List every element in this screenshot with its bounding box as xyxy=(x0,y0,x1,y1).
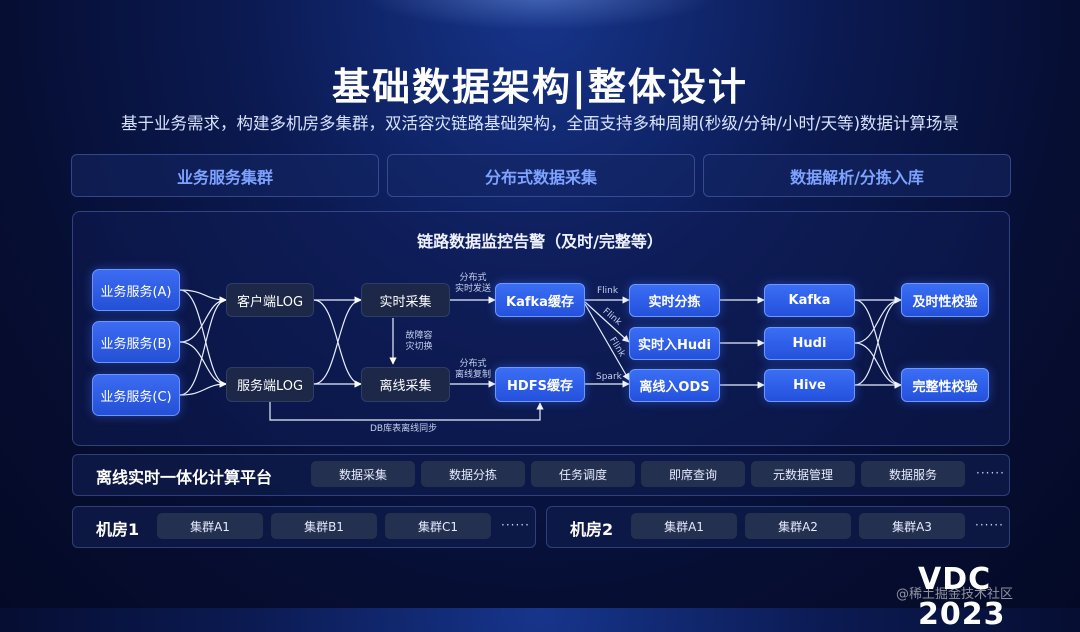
platform-more: ······ xyxy=(976,466,1005,480)
edge-label-flink-1: Flink xyxy=(597,286,619,296)
room1-chip: 集群B1 xyxy=(271,513,377,539)
platform-chip: 即席查询 xyxy=(641,461,745,487)
offline-collect-node: 离线采集 xyxy=(361,367,450,402)
page-subtitle: 基于业务需求，构建多机房多集群，双活容灾链路基础架构，全面支持多种周期(秒级/分… xyxy=(120,114,960,133)
room2-label: 机房2 xyxy=(570,520,614,539)
platform-label: 离线实时一体化计算平台 xyxy=(96,468,273,487)
client-log-node: 客户端LOG xyxy=(226,283,314,317)
room1-chip: 集群A1 xyxy=(157,513,263,539)
page-title: 基础数据架构|整体设计 xyxy=(332,65,748,109)
watermark: @稀土掘金技术社区 xyxy=(896,587,1014,602)
room2-chip: 集群A2 xyxy=(745,513,851,539)
service-b-node: 业务服务(B) xyxy=(92,321,180,363)
platform-chip: 任务调度 xyxy=(531,461,635,487)
hive-node: Hive xyxy=(764,369,855,402)
edge-label-failover: 故障容灾切换 xyxy=(405,331,433,352)
connection-lines xyxy=(179,289,902,421)
offline-ods-node: 离线入ODS xyxy=(629,369,720,402)
timeliness-check-node: 及时性校验 xyxy=(901,283,989,317)
room1-chip: 集群C1 xyxy=(385,513,491,539)
completeness-check-node: 完整性校验 xyxy=(901,368,989,402)
kafka-cache-node: Kafka缓存 xyxy=(495,283,585,317)
header-distributed-collection: 分布式数据采集 xyxy=(387,154,695,197)
service-a-node: 业务服务(A) xyxy=(92,269,180,311)
edge-label-db-sync: DB库表离线同步 xyxy=(370,424,438,434)
platform-chip: 元数据管理 xyxy=(751,461,855,487)
platform-chip: 数据采集 xyxy=(311,461,415,487)
platform-chip: 数据服务 xyxy=(861,461,965,487)
hdfs-cache-node: HDFS缓存 xyxy=(495,367,585,402)
edge-label-spark: Spark xyxy=(596,372,622,382)
room1-label: 机房1 xyxy=(96,520,140,539)
platform-chip: 数据分拣 xyxy=(421,461,525,487)
service-c-node: 业务服务(C) xyxy=(92,374,180,416)
realtime-hudi-node: 实时入Hudi xyxy=(629,327,720,360)
kafka-node: Kafka xyxy=(764,284,855,317)
header-parse-sort-store: 数据解析/分拣入库 xyxy=(703,154,1011,197)
realtime-collect-node: 实时采集 xyxy=(361,283,450,317)
server-log-node: 服务端LOG xyxy=(226,367,314,402)
monitoring-title: 链路数据监控告警（及时/完整等） xyxy=(417,232,663,251)
edge-label-offline-copy: 分布式离线复制 xyxy=(454,359,491,380)
room2-chip: 集群A3 xyxy=(859,513,965,539)
top-glow xyxy=(360,0,720,30)
realtime-sort-node: 实时分拣 xyxy=(629,284,720,317)
header-business-cluster: 业务服务集群 xyxy=(71,154,379,197)
edge-label-realtime-send: 分布式实时发送 xyxy=(454,273,491,294)
room2-chip: 集群A1 xyxy=(631,513,737,539)
room2-more: ······ xyxy=(975,518,1004,532)
room1-more: ······ xyxy=(501,518,530,532)
hudi-node: Hudi xyxy=(764,327,855,360)
